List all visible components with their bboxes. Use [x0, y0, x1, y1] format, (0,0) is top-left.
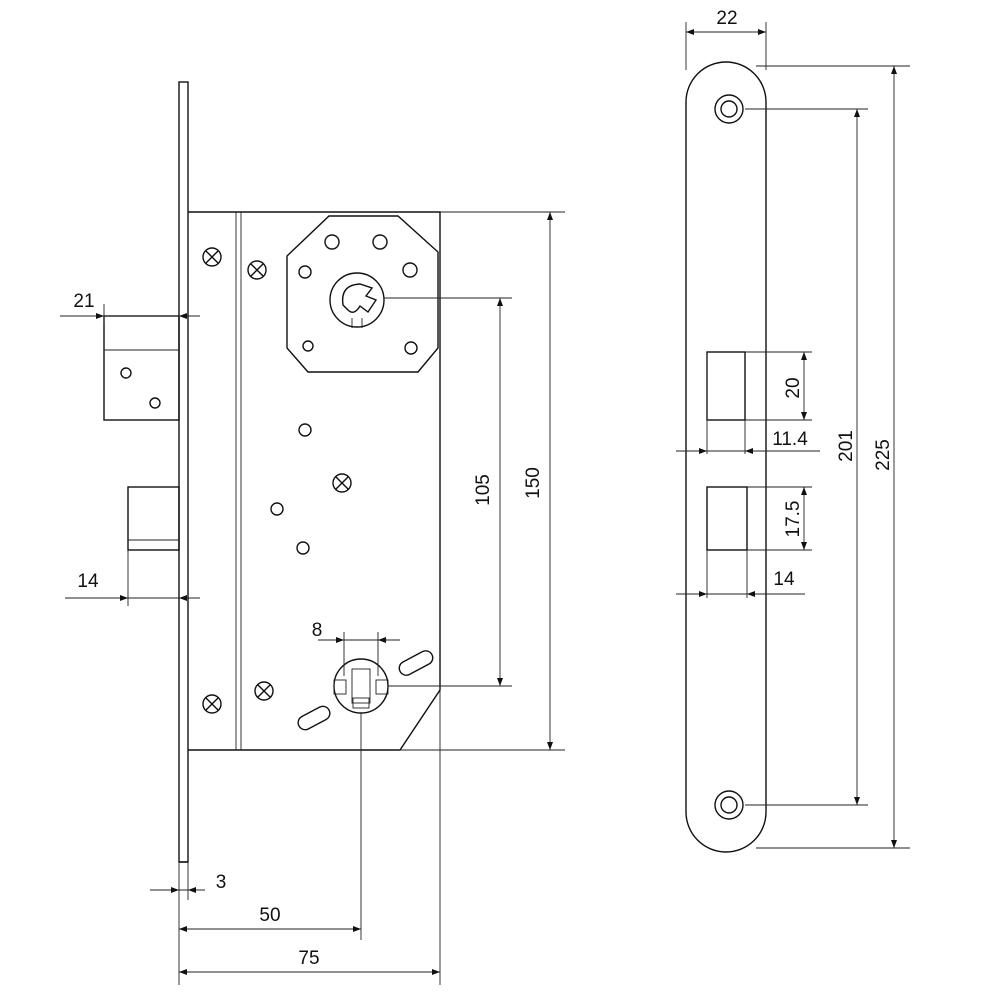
dim-strike-opening-depth: 11.4 [772, 429, 808, 450]
strike-screw-hole-top [714, 94, 744, 124]
screw-head-icon [254, 681, 274, 701]
screw-head-icon [202, 694, 222, 714]
keyhole-icon [333, 658, 389, 714]
strike-screw-hole-bottom [714, 790, 744, 820]
dim-spindle-square: 8 [312, 620, 323, 641]
strike-plate-outline [685, 61, 767, 853]
mortise-lock-body [103, 81, 441, 863]
screw-head-icon [247, 260, 267, 280]
dim-strike-latch-opening: 20 [783, 377, 804, 398]
screw-head-icon [202, 247, 222, 267]
screw-head-icon [332, 473, 352, 493]
latch-bolt [103, 315, 180, 421]
dim-bolt-projection: 14 [77, 571, 99, 592]
dim-strike-length: 225 [873, 439, 894, 471]
right-dimensions [676, 22, 910, 849]
dim-faceplate-thickness: 3 [216, 872, 227, 893]
lock-case [188, 211, 441, 751]
strike-plate [685, 61, 767, 853]
dim-body-depth: 75 [298, 948, 319, 969]
dim-strike-bolt-opening: 17.5 [783, 501, 804, 538]
strike-latch-opening [706, 351, 746, 421]
dim-strike-bolt-depth: 14 [773, 569, 795, 590]
dead-bolt [127, 486, 180, 551]
dim-latch-projection: 21 [73, 291, 94, 312]
spindle-hub-icon [329, 272, 385, 328]
dim-backset: 50 [259, 905, 280, 926]
follower-plate [286, 215, 439, 373]
left-dimensions [60, 211, 565, 985]
dim-strike-width: 22 [716, 8, 737, 29]
strike-bolt-opening [706, 486, 748, 551]
dim-handle-to-key: 105 [473, 474, 494, 506]
dim-body-height: 150 [523, 467, 544, 499]
faceplate [178, 81, 189, 863]
dim-strike-screw-distance: 201 [836, 430, 857, 462]
